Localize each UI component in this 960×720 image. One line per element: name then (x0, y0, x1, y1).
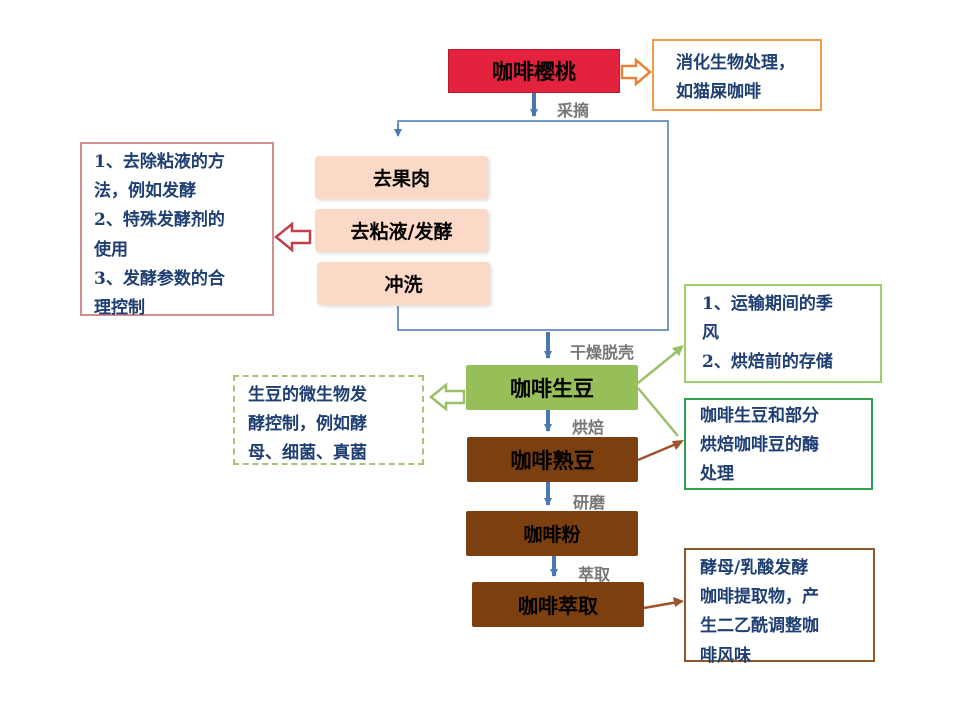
coffee-cherry-box: 咖啡樱桃 (448, 49, 620, 93)
roasted-bean-box: 咖啡熟豆 (467, 437, 638, 482)
microbe-note: 生豆的微生物发 酵控制，例如酵 母、细菌、真菌 (233, 375, 424, 465)
arrow-green-to-microbe (428, 382, 466, 412)
roast-label: 烘焙 (572, 418, 605, 437)
arrow-green-to-enzyme (637, 387, 679, 437)
wash-step: 冲洗 (317, 262, 490, 305)
depulp-step: 去果肉 (315, 156, 488, 199)
digestion-note: 消化生物处理， 如猫屎咖啡 (652, 39, 822, 111)
coffee-extraction-box: 咖啡萃取 (472, 582, 644, 627)
arrow-extract-to-yeast (643, 600, 679, 610)
grind-label: 研磨 (573, 493, 606, 512)
fermentation-note: 1、去除粘液的方 法，例如发酵 2、特殊发酵剂的 使用 3、发酵参数的合 理控制 (80, 142, 274, 318)
arrow-green-to-transport (637, 348, 681, 384)
pick-label: 采摘 (557, 101, 590, 120)
arrow-wash-to-fermentation (274, 221, 312, 253)
washing-bracket (397, 120, 669, 331)
coffee-powder-box: 咖啡粉 (466, 511, 638, 556)
yeast-fermentation-note: 酵母/乳酸发酵 咖啡提取物，产 生二乙酰调整咖 啡风味 (684, 548, 875, 666)
mucilage-step: 去粘液/发酵 (315, 209, 488, 252)
arrow-cherry-to-digestion (620, 57, 652, 87)
arrow-roast-to-enzyme (637, 442, 677, 462)
extract-label: 萃取 (578, 565, 611, 584)
transport-storage-note: 1、运输期间的季 风 2、烘焙前的存储 (684, 284, 882, 383)
green-bean-box: 咖啡生豆 (466, 365, 638, 410)
dry-label: 干燥脱壳 (570, 343, 635, 362)
enzyme-note: 咖啡生豆和部分 烘焙咖啡豆的酶 处理 (684, 398, 873, 490)
